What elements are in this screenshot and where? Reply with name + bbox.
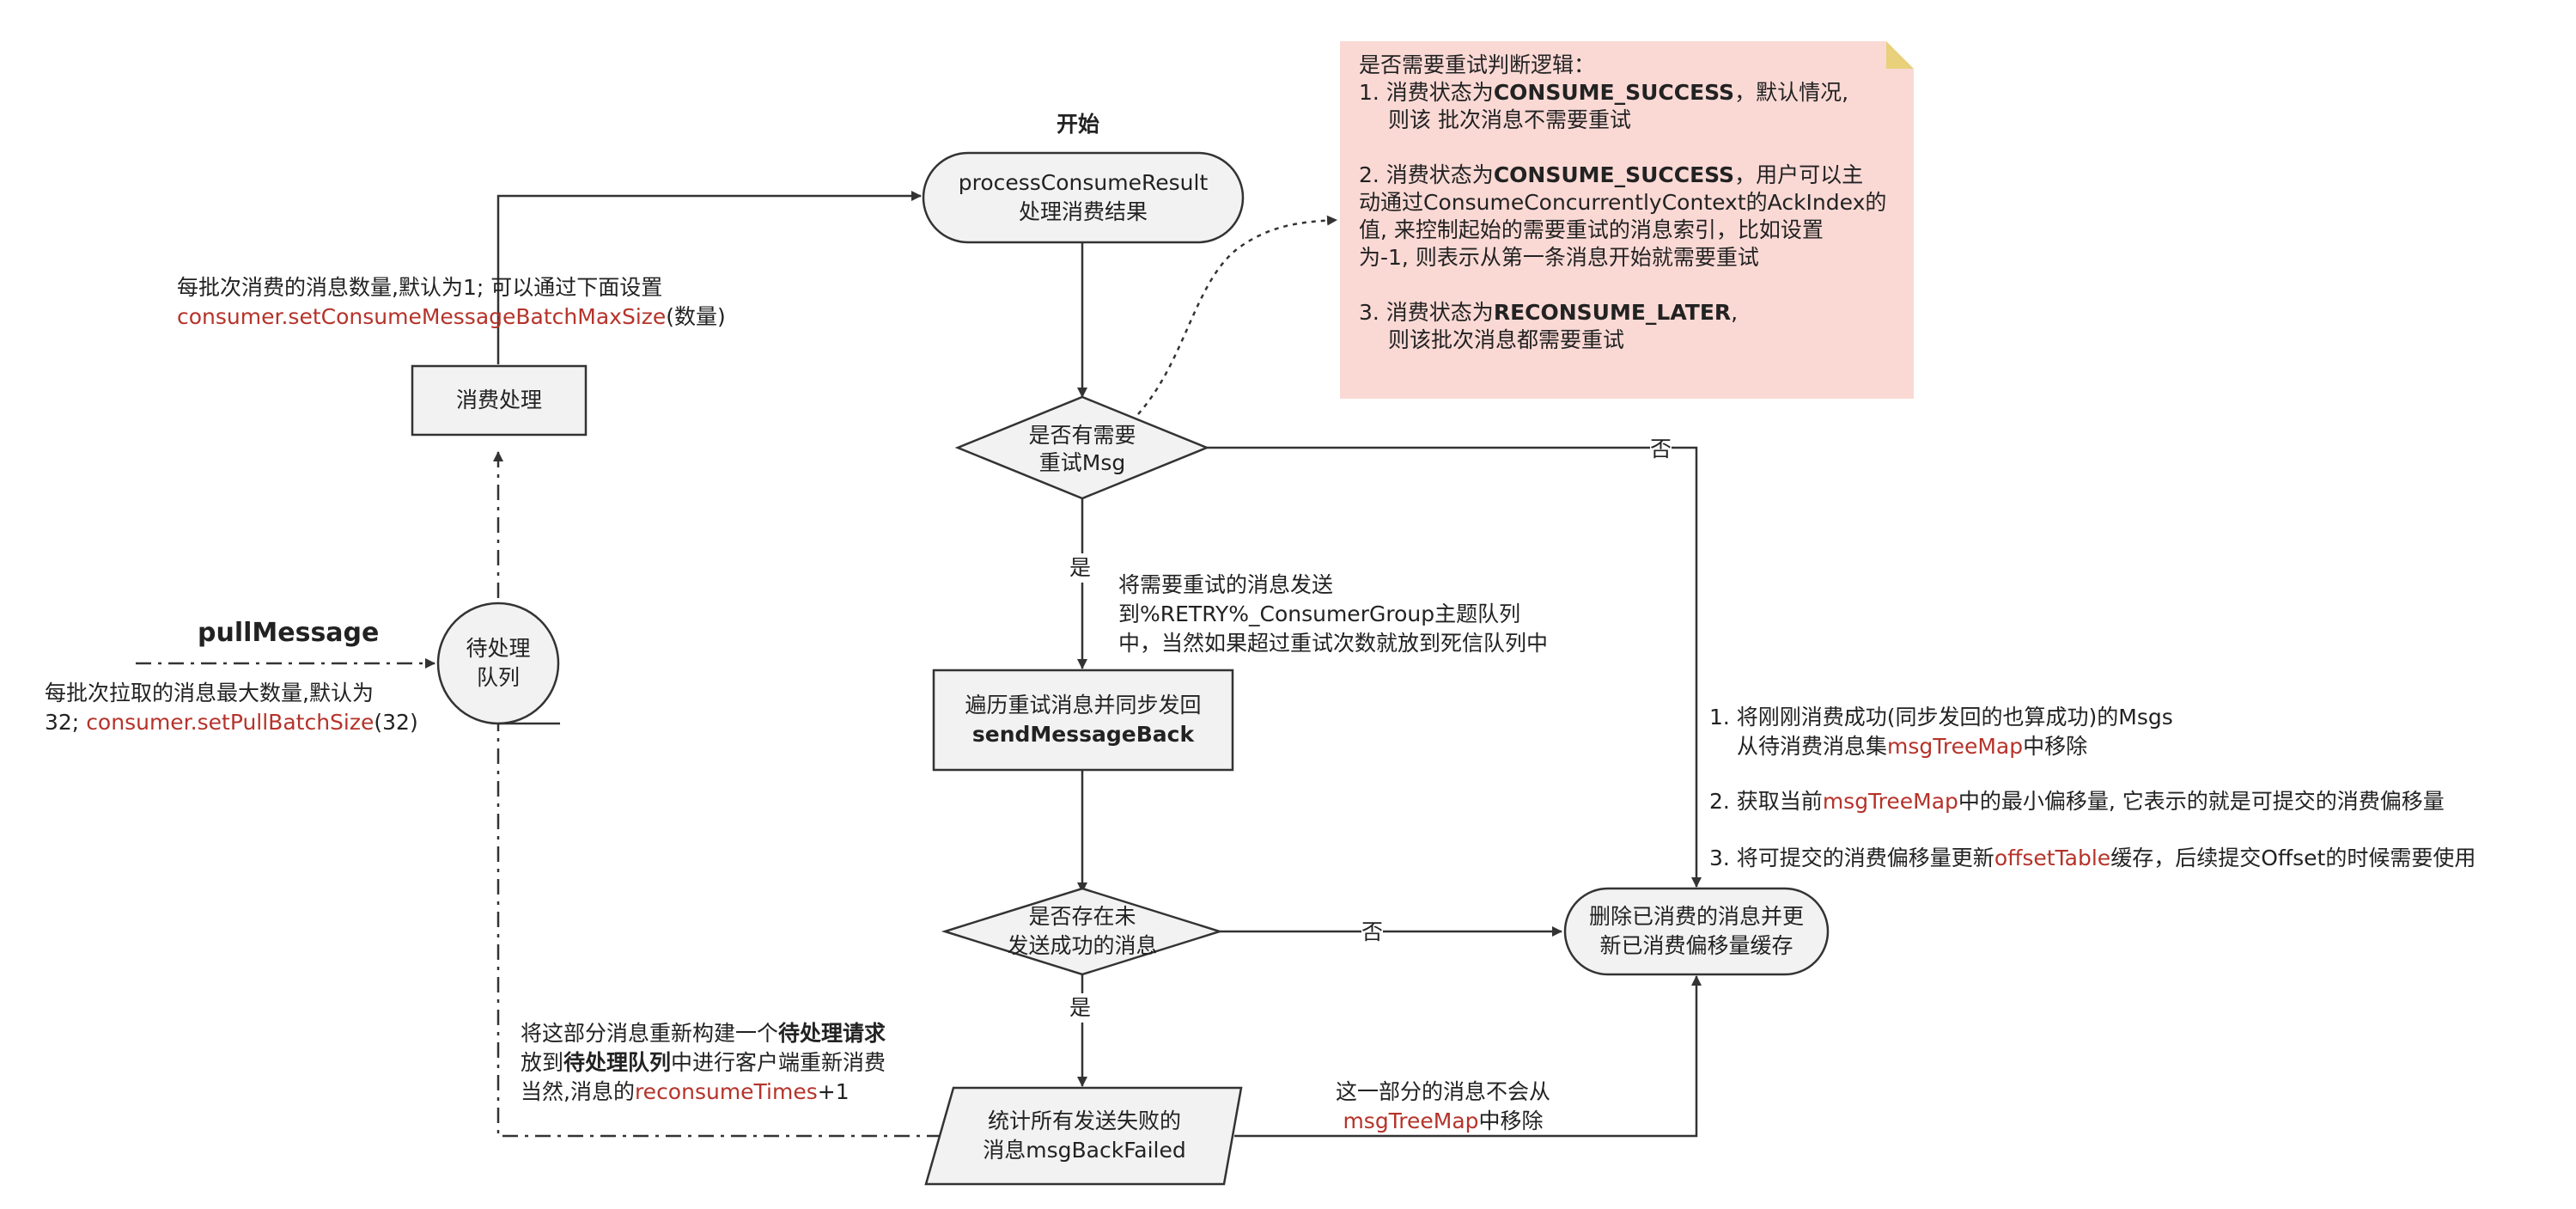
rebuild-prefix-1: 将这部分消息重新构建一个: [521, 1021, 779, 1046]
process-node-label-1: processConsumeResult: [958, 170, 1209, 195]
remove-node-label-1: 删除已消费的消息并更: [1588, 904, 1804, 929]
rebuild-suffix-2: 中进行客户端重新消费: [671, 1050, 886, 1075]
pull-message-label: pullMessage: [198, 618, 380, 648]
process-node-label-2: 处理消费结果: [1018, 199, 1148, 224]
unsent-decision-label-2: 发送成功的消息: [1007, 933, 1158, 958]
note-rule1-prefix: 1. 消费状态为: [1359, 80, 1494, 105]
edge-label-no-2: 否: [1361, 918, 1384, 947]
not-removed-code: msgTreeMap: [1343, 1108, 1479, 1133]
rebuild-note-line1: 将这部分消息重新构建一个待处理请求: [521, 1019, 886, 1048]
note-rule2-line4: 为-1, 则表示从第一条消息开始就需要重试: [1359, 245, 1759, 270]
retry-topic-note-line1: 将需要重试的消息发送: [1118, 572, 1334, 597]
right-step-1-line1: 1. 将刚刚消费成功(同步发回的也算成功)的Msgs: [1709, 705, 2173, 730]
edge-failed-to-remove: [1234, 975, 1702, 1138]
retry-topic-note-line2: 到%RETRY%_ConsumerGroup主题队列: [1118, 601, 1521, 626]
queue-node: [436, 601, 560, 725]
note-fold-corner: [1886, 41, 1914, 69]
note-rule2-prefix: 2. 消费状态为: [1359, 162, 1494, 187]
note-rule3-status: RECONSUME_LATER: [1493, 300, 1732, 325]
retry-decision-node: [954, 395, 1210, 500]
edge-label-no-1: 否: [1650, 435, 1672, 464]
pull-batch-code: consumer.setPullBatchSize: [86, 710, 375, 735]
not-removed-suffix: 中移除: [1478, 1108, 1544, 1133]
note-rule3-suffix: ,: [1731, 300, 1739, 325]
queue-node-label-1: 待处理: [466, 636, 531, 661]
send-back-label-2: sendMessageBack: [971, 722, 1195, 747]
edge-label-yes-2: 是: [1069, 993, 1092, 1023]
process-node: [922, 151, 1245, 244]
pull-batch-note-line2: 32; consumer.setPullBatchSize(32): [45, 708, 418, 737]
failed-node: [924, 1086, 1243, 1186]
rebuild-note-line2: 放到待处理队列中进行客户端重新消费: [521, 1048, 886, 1078]
step1-suffix: 中移除: [2023, 734, 2088, 759]
rebuild-code-3: reconsumeTimes: [634, 1079, 818, 1104]
unsent-decision-node: [941, 887, 1224, 976]
retry-logic-text: 是否需要重试判断逻辑： 1. 消费状态为CONSUME_SUCCESS，默认情况…: [1359, 52, 1886, 354]
step2-code: msgTreeMap: [1822, 789, 1958, 814]
note-rule1-suffix: ，默认情况,: [1734, 80, 1849, 105]
batch-size-note-line2: consumer.setConsumeMessageBatchMaxSize(数…: [177, 302, 726, 332]
failed-node-label-1: 统计所有发送失败的: [987, 1108, 1181, 1133]
batch-size-code: consumer.setConsumeMessageBatchMaxSize: [177, 304, 667, 329]
batch-size-suffix: (数量): [666, 304, 726, 329]
retry-decision-label-2: 重试Msg: [1038, 450, 1126, 475]
step1-prefix: 从待消费消息集: [1737, 734, 1888, 759]
step2-suffix: 中的最小偏移量, 它表示的就是可提交的消费偏移量: [1958, 789, 2445, 814]
right-step-2: 2. 获取当前msgTreeMap中的最小偏移量, 它表示的就是可提交的消费偏移…: [1709, 787, 2445, 816]
unsent-decision-label-1: 是否存在未: [1028, 904, 1136, 929]
note-rule1-status: CONSUME_SUCCESS: [1493, 80, 1735, 105]
note-rule2-status: CONSUME_SUCCESS: [1493, 162, 1735, 187]
remove-node: [1563, 887, 1830, 976]
edge-retry-to-note: [1137, 215, 1337, 415]
retry-logic-note: [1340, 41, 1914, 399]
pull-batch-suffix: (32): [374, 710, 418, 735]
step1-code: msgTreeMap: [1887, 734, 2024, 759]
note-rule3-line2: 则该批次消息都需要重试: [1388, 327, 1625, 352]
retry-decision-label-1: 是否有需要: [1028, 423, 1136, 448]
right-step-3: 3. 将可提交的消费偏移量更新offsetTable缓存，后续提交Offset的…: [1709, 844, 2476, 873]
pull-batch-prefix: 32;: [45, 710, 87, 735]
step3-code: offsetTable: [1994, 846, 2111, 870]
step2-prefix: 2. 获取当前: [1709, 789, 1823, 814]
edge-consume-to-process: [496, 191, 922, 364]
step3-suffix: 缓存，后续提交Offset的时候需要使用: [2110, 846, 2476, 870]
rebuild-bold-1: 待处理请求: [778, 1021, 886, 1046]
consume-node: [411, 364, 588, 437]
consume-node-label: 消费处理: [455, 388, 542, 412]
note-rule1-line2: 则该 批次消息不需要重试: [1388, 107, 1631, 132]
pull-batch-note-line1: 每批次拉取的消息最大数量,默认为: [45, 681, 374, 705]
start-label: 开始: [1057, 112, 1100, 137]
remove-node-label-2: 新已消费偏移量缓存: [1599, 933, 1793, 958]
rebuild-bold-2: 待处理队列: [563, 1050, 672, 1075]
rebuild-prefix-3: 当然,消息的: [521, 1079, 635, 1104]
failed-node-label-2: 消息msgBackFailed: [983, 1138, 1186, 1163]
note-rule2-line2: 动通过ConsumeConcurrentlyContext的AckIndex的: [1359, 190, 1887, 215]
rebuild-suffix-3: +1: [817, 1079, 850, 1104]
edge-label-yes-1: 是: [1069, 553, 1092, 583]
not-removed-note-line1: 这一部分的消息不会从: [1335, 1079, 1550, 1104]
note-rule2-suffix: ，用户可以主: [1734, 162, 1864, 187]
note-rule3-prefix: 3. 消费状态为: [1359, 300, 1494, 325]
send-back-label-1: 遍历重试消息并同步发回: [965, 693, 1202, 717]
right-step-1-line2: 从待消费消息集msgTreeMap中移除: [1737, 732, 2087, 761]
edge-retry-no: [1207, 446, 1702, 888]
queue-node-label-2: 队列: [476, 665, 520, 690]
retry-topic-note-line3: 中，当然如果超过重试次数就放到死信队列中: [1118, 631, 1549, 656]
step3-prefix: 3. 将可提交的消费偏移量更新: [1709, 846, 1994, 870]
note-title: 是否需要重试判断逻辑：: [1359, 52, 1596, 77]
rebuild-prefix-2: 放到: [521, 1050, 564, 1075]
batch-size-note-line1: 每批次消费的消息数量,默认为1; 可以通过下面设置: [177, 275, 663, 300]
not-removed-note-line2: msgTreeMap中移除: [1306, 1107, 1580, 1136]
rebuild-note-line3: 当然,消息的reconsumeTimes+1: [521, 1078, 850, 1107]
note-rule2-line3: 值, 来控制起始的需要重试的消息索引，比如设置: [1359, 217, 1824, 242]
send-back-node: [932, 669, 1234, 772]
